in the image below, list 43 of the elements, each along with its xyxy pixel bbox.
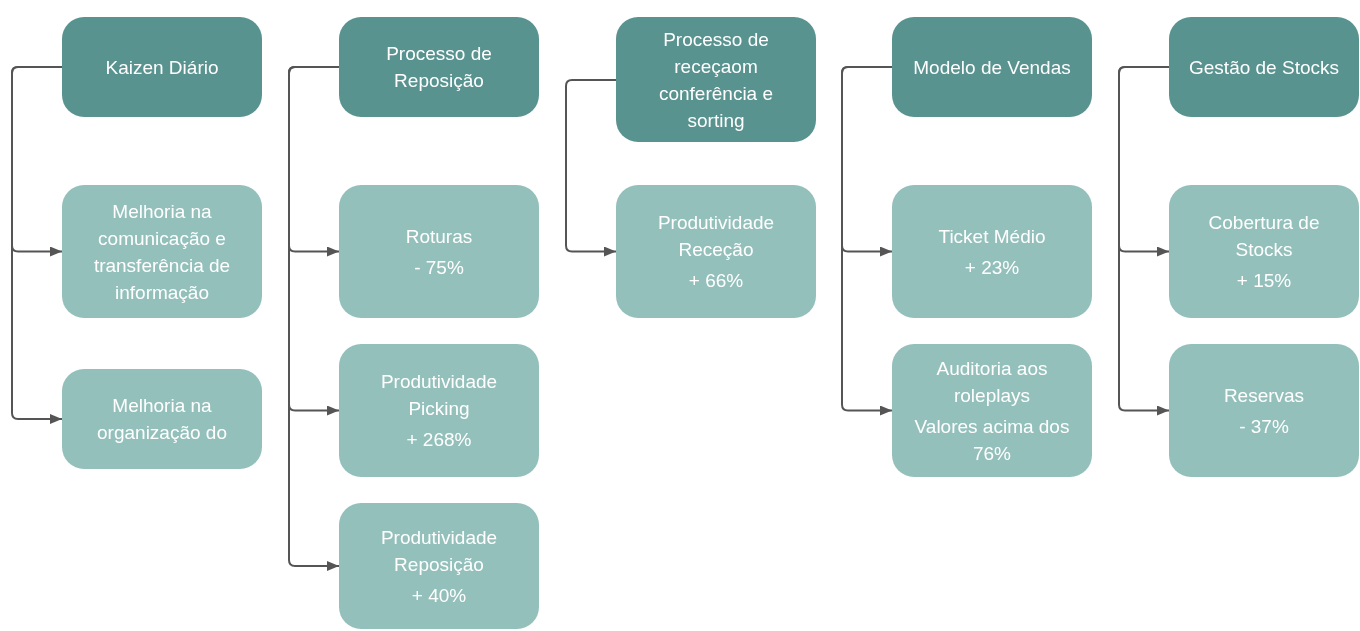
result-box: [339, 503, 539, 629]
box-title: Melhoria na organização do: [96, 394, 228, 445]
result-box: [892, 344, 1092, 477]
box-title: Produtividade Receção: [656, 211, 776, 262]
category-box: [339, 17, 539, 117]
result-box: [62, 369, 262, 469]
box-value: Valores acima dos 76%: [913, 414, 1071, 466]
box-title: Melhoria na comunicação e transferência de informação: [92, 199, 232, 305]
connector-arrow: [1118, 66, 1170, 416]
box-value: + 15%: [1236, 269, 1292, 293]
box-title: Gestão de Stocks: [1189, 55, 1339, 80]
box-title: Processo de Reposição: [385, 42, 493, 93]
category-box: [616, 17, 816, 142]
box-value: - 37%: [1239, 414, 1289, 439]
result-box: [339, 185, 539, 318]
box-title: Reservas: [1223, 383, 1305, 408]
box-title: Modelo de Vendas: [913, 55, 1071, 80]
box-title: Cobertura de Stocks: [1207, 211, 1321, 262]
box-value: + 66%: [688, 269, 744, 293]
result-box: [1169, 185, 1359, 318]
result-box: [1169, 344, 1359, 477]
connector-arrow: [841, 66, 893, 416]
box-title: Processo de receçaom conferência e sorting: [657, 27, 775, 133]
box-title: Auditoria aos roleplays: [935, 356, 1049, 408]
result-box: [62, 185, 262, 318]
box-title: Ticket Médio: [938, 224, 1046, 249]
box-value: + 268%: [406, 428, 472, 452]
category-box: [892, 17, 1092, 117]
category-box: [62, 17, 262, 117]
box-value: - 75%: [414, 255, 464, 280]
result-box: [616, 185, 816, 318]
result-box: [892, 185, 1092, 318]
category-box: [1169, 17, 1359, 117]
connector-arrow: [565, 79, 617, 257]
box-title: Produtividade Reposição: [379, 525, 499, 577]
box-value: + 40%: [411, 583, 467, 608]
box-title: Roturas: [405, 224, 473, 249]
box-title: Produtividade Picking: [379, 370, 499, 421]
box-title: Kaizen Diário: [105, 55, 219, 80]
connector-arrow: [11, 66, 63, 424]
connector-arrow: [288, 66, 340, 571]
result-box: [339, 344, 539, 477]
box-value: + 23%: [964, 255, 1020, 280]
